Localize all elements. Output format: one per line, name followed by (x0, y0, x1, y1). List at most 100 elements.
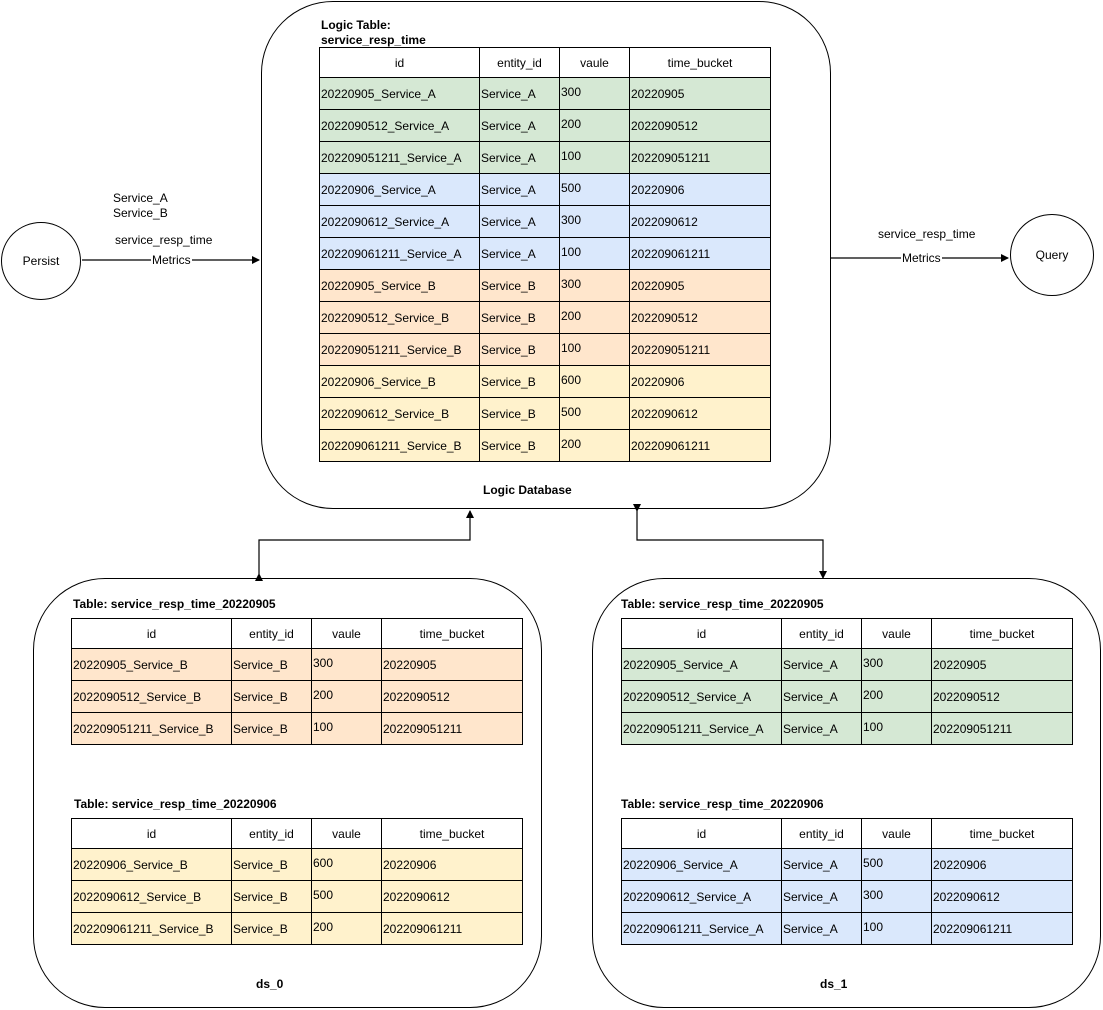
column-header: entity_id (479, 47, 560, 78)
entity-id-cell: Service_A (781, 848, 862, 881)
id-cell: 20220905_Service_A (621, 648, 782, 681)
entity-id-cell: Service_B (479, 429, 560, 462)
id-cell: 20220905_Service_A (319, 77, 480, 110)
column-header: id (71, 618, 232, 649)
value-cell: 300 (559, 77, 630, 110)
value-cell: 200 (559, 429, 630, 462)
id-cell: 2022090512_Service_B (71, 680, 232, 713)
column-header: entity_id (781, 618, 862, 649)
entity-id-cell: Service_B (231, 680, 312, 713)
column-header: vaule (861, 618, 932, 649)
value-cell: 100 (311, 712, 382, 745)
value-cell: 200 (861, 680, 932, 713)
column-header: vaule (311, 618, 382, 649)
entity-id-cell: Service_A (479, 237, 560, 270)
column-header: id (621, 818, 782, 849)
time-bucket-cell: 20220906 (629, 365, 771, 398)
value-cell: 100 (559, 333, 630, 366)
column-header: time_bucket (629, 47, 771, 78)
time-bucket-cell: 20220906 (381, 848, 523, 881)
entity-id-cell: Service_A (479, 77, 560, 110)
id-cell: 20220905_Service_B (71, 648, 232, 681)
value-cell: 100 (559, 237, 630, 270)
query-node-label: Query (1035, 248, 1069, 262)
time-bucket-cell: 202209061211 (931, 912, 1073, 945)
value-cell: 500 (559, 173, 630, 206)
entity-id-cell: Service_B (231, 912, 312, 945)
entity-id-cell: Service_B (479, 397, 560, 430)
time-bucket-cell: 20220905 (931, 648, 1073, 681)
id-cell: 20220905_Service_B (319, 269, 480, 302)
id-cell: 2022090612_Service_B (319, 397, 480, 430)
entity-id-cell: Service_B (479, 301, 560, 334)
value-cell: 200 (559, 301, 630, 334)
value-cell: 600 (559, 365, 630, 398)
entity-id-cell: Service_A (479, 205, 560, 238)
value-cell: 600 (311, 848, 382, 881)
value-cell: 300 (559, 205, 630, 238)
value-cell: 100 (861, 912, 932, 945)
entity-id-cell: Service_B (231, 848, 312, 881)
id-cell: 202209061211_Service_A (319, 237, 480, 270)
column-header: id (621, 618, 782, 649)
entity-id-cell: Service_A (781, 880, 862, 913)
column-header: time_bucket (381, 618, 523, 649)
id-cell: 20220906_Service_B (319, 365, 480, 398)
entity-id-cell: Service_A (781, 680, 862, 713)
value-cell: 100 (559, 141, 630, 174)
time-bucket-cell: 2022090512 (931, 680, 1073, 713)
entity-id-cell: Service_B (231, 712, 312, 745)
out-metrics-label: Metrics (901, 251, 942, 265)
entity-id-cell: Service_A (479, 173, 560, 206)
id-cell: 2022090612_Service_A (621, 880, 782, 913)
logic-db-ds1-edge (633, 504, 827, 579)
query-node: Query (1010, 214, 1094, 296)
ds0-label: ds_0 (256, 977, 284, 991)
entity-id-cell: Service_A (479, 109, 560, 142)
time-bucket-cell: 2022090512 (629, 301, 771, 334)
logic-table-title-line2: service_resp_time (321, 33, 426, 47)
ds0-container (33, 578, 542, 1008)
entity-id-cell: Service_B (479, 269, 560, 302)
time-bucket-cell: 2022090612 (629, 397, 771, 430)
time-bucket-cell: 202209051211 (381, 712, 523, 745)
entity-id-cell: Service_B (479, 365, 560, 398)
id-cell: 202209051211_Service_A (621, 712, 782, 745)
logic-table-title: Logic Table: service_resp_time (321, 18, 426, 48)
value-cell: 500 (559, 397, 630, 430)
time-bucket-cell: 20220906 (931, 848, 1073, 881)
in-service-b-label: Service_B (113, 206, 168, 220)
column-header: time_bucket (931, 618, 1073, 649)
id-cell: 2022090512_Service_A (319, 109, 480, 142)
time-bucket-cell: 20220906 (629, 173, 771, 206)
ds0-table2-title: Table: service_resp_time_20220906 (74, 797, 277, 811)
time-bucket-cell: 2022090512 (629, 109, 771, 142)
entity-id-cell: Service_A (479, 141, 560, 174)
ds1-container (592, 578, 1101, 1008)
id-cell: 202209051211_Service_B (319, 333, 480, 366)
column-header: id (71, 818, 232, 849)
entity-id-cell: Service_A (781, 648, 862, 681)
time-bucket-cell: 2022090612 (629, 205, 771, 238)
logic-db-ds0-edge (255, 510, 474, 581)
column-header: id (319, 47, 480, 78)
column-header: entity_id (231, 618, 312, 649)
